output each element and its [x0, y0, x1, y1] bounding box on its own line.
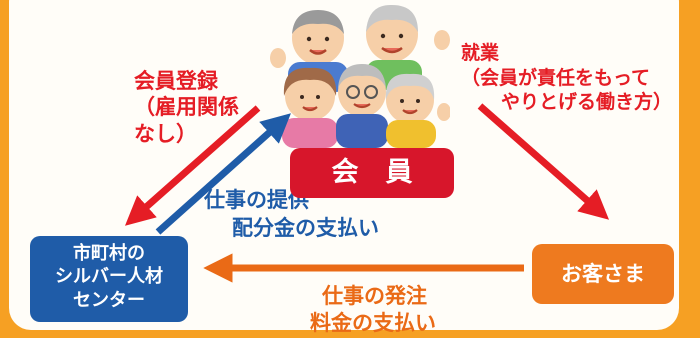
employment-label: 就業 （会員が責任をもって やりとげる働き方） — [461, 42, 673, 114]
elderly-people-group-icon — [270, 4, 450, 148]
employment-arrow — [477, 103, 610, 220]
work-provision-arrow — [155, 113, 291, 235]
registration-arrow — [124, 105, 261, 226]
member-registration-label: 会員登録 （雇用関係 なし） — [134, 69, 239, 146]
work-provision-label: 仕事の提供 配分金の支払い — [204, 188, 379, 241]
work-order-label: 仕事の発注 料金の支払い — [310, 284, 436, 336]
silver-center-box: 市町村の シルバー人材 センター — [30, 236, 188, 322]
members-box: 会 員 — [290, 148, 454, 198]
customer-box: お客さま — [532, 244, 674, 304]
